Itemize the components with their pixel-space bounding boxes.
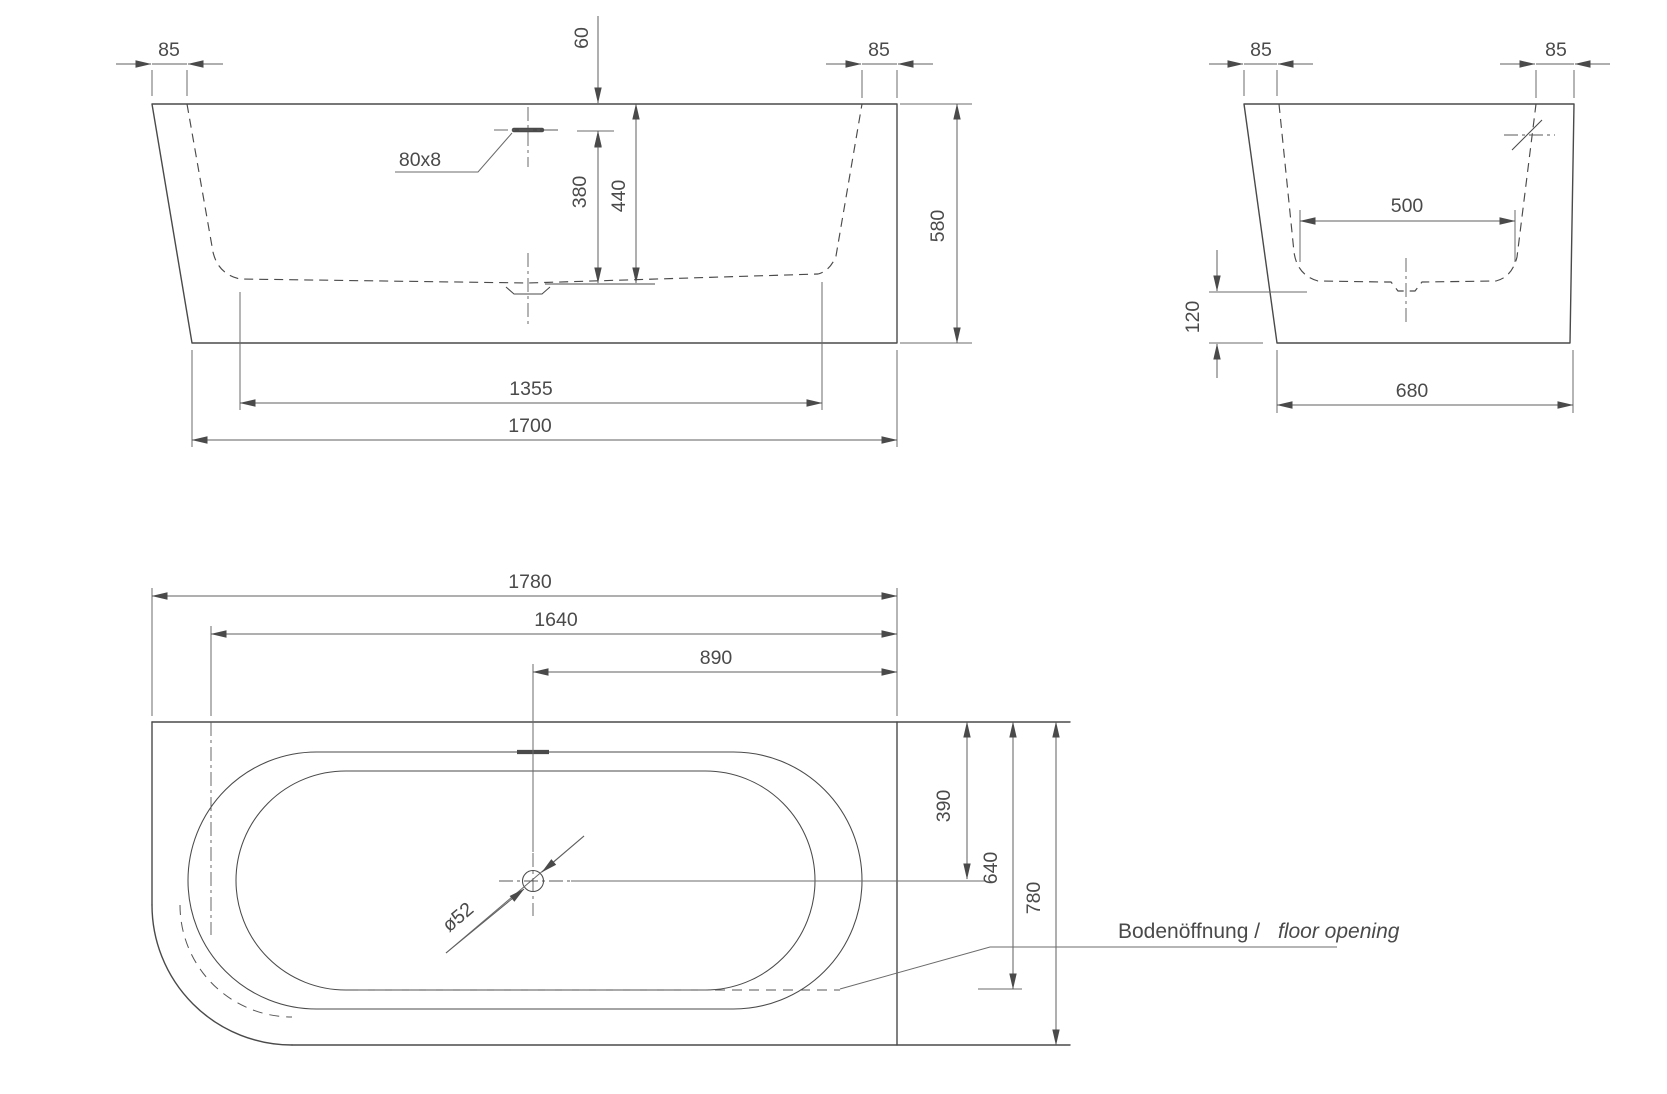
label-floor-opening-en: floor opening	[1278, 920, 1400, 943]
dim-plan-floor-opening-width: 640	[980, 852, 1002, 885]
floor-opening-corner	[179, 904, 293, 1018]
label-floor-opening-de: Bodenöffnung /	[1118, 920, 1260, 943]
front-inner-contour-hidden	[186, 103, 863, 284]
dim-front-depth-380: 380	[569, 176, 591, 209]
dim-end-wall-left: 85	[1250, 39, 1272, 61]
dim-end-inner-width: 500	[1391, 195, 1424, 217]
dim-end-base-width: 680	[1396, 380, 1429, 402]
dim-front-overflow-offset: 60	[571, 27, 593, 49]
dim-plan-body-length: 1640	[534, 609, 578, 631]
dim-end-wall-right: 85	[1545, 39, 1567, 61]
dim-front-base-length: 1355	[509, 378, 553, 400]
overflow-leader-line	[395, 132, 513, 173]
end-overflow-mark	[1511, 119, 1543, 151]
dim-front-depth-440: 440	[608, 180, 630, 213]
front-elevation-view: 85 85 60 80x8 380 440 580 1355 1700	[116, 16, 972, 447]
end-elevation-view: 85 85 500 120 680	[1182, 39, 1610, 413]
dim-end-outlet-height: 120	[1182, 301, 1204, 334]
dim-front-height: 580	[927, 210, 949, 243]
end-inner-contour-hidden	[1278, 103, 1537, 292]
drain-recess	[505, 286, 551, 295]
plan-corner-radius	[151, 904, 293, 1046]
front-outer-outline	[151, 103, 898, 344]
dim-plan-drain-to-wall-end: 890	[700, 647, 733, 669]
label-overflow-slot-size: 80x8	[399, 149, 441, 171]
end-outer-outline	[1243, 103, 1575, 344]
dim-plan-overall-length: 1780	[508, 571, 552, 593]
dim-front-wall-left: 85	[158, 39, 180, 61]
floor-opening-leader	[839, 946, 1337, 990]
plan-view: ø52 Bodenöffnung / floor opening 1780 16…	[151, 571, 1400, 1046]
dim-front-overall-length: 1700	[508, 415, 552, 437]
dim-plan-overall-width: 780	[1023, 882, 1045, 915]
dim-front-wall-right: 85	[868, 39, 890, 61]
dim-plan-drain-from-back: 390	[933, 790, 955, 823]
